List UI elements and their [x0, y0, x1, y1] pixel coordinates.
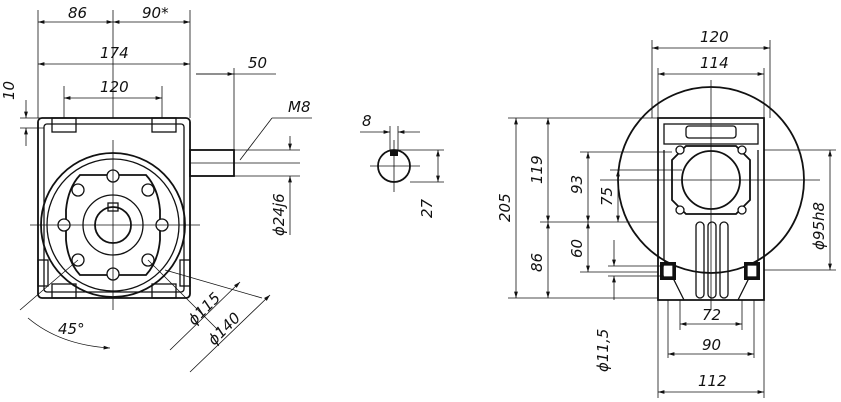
rib-right — [737, 150, 759, 301]
dim-50: 50 — [248, 54, 267, 72]
rib-left — [663, 150, 685, 301]
dim-90-star: 90* — [142, 4, 169, 22]
thread-m8: M8 — [288, 98, 311, 116]
angle-ext — [19, 259, 79, 311]
angle-45: 45° — [58, 320, 85, 338]
angle-arc — [27, 317, 111, 350]
foot-hole-inner — [746, 264, 758, 278]
dim-75: 75 — [598, 187, 616, 206]
dim-120-top: 120 — [100, 78, 129, 96]
boss-hole — [737, 205, 747, 215]
lug-top-right — [151, 117, 177, 133]
front-view: 86 90* 174 120 10 50 M8 ϕ24j6 — [0, 4, 312, 373]
hub-body — [65, 174, 161, 276]
lug-top-left — [51, 117, 77, 133]
foot-hole-inner — [662, 264, 674, 278]
boss-hole — [675, 145, 685, 155]
dim-112: 112 — [698, 372, 727, 390]
dim-86: 86 — [68, 4, 87, 22]
housing-inner-outline — [43, 123, 185, 293]
dim-11-5: ϕ11,5 — [594, 329, 612, 372]
shaft-section-view: 8 27 — [360, 112, 444, 218]
bolt-hole — [141, 183, 155, 197]
dim-24j6: ϕ24j6 — [270, 193, 288, 236]
housing-outline — [37, 117, 191, 299]
fin — [695, 221, 705, 299]
foot-left — [37, 259, 49, 287]
dim-ext-140 — [164, 269, 263, 299]
dim-ext-115 — [147, 259, 219, 331]
dim-10: 10 — [0, 81, 18, 100]
dim-119: 119 — [528, 155, 546, 184]
bolt-hole — [71, 183, 85, 197]
dim-114: 114 — [700, 54, 729, 72]
dim-205: 205 — [496, 193, 514, 222]
dim-93: 93 — [568, 175, 586, 194]
dim-8: 8 — [362, 112, 372, 130]
dim-line-140 — [189, 294, 271, 373]
leader-m8 — [239, 117, 273, 161]
dim-90-right: 90 — [702, 336, 721, 354]
lug-bottom-right — [151, 283, 177, 299]
boss-hole — [737, 145, 747, 155]
dim-line-115 — [169, 281, 241, 351]
dim-174: 174 — [100, 44, 129, 62]
dim-120-right: 120 — [700, 28, 729, 46]
fin — [719, 221, 729, 299]
side-view: 120 114 205 119 86 93 75 60 ϕ95h8 7 — [496, 28, 836, 398]
fin — [707, 221, 717, 299]
dim-27: 27 — [418, 198, 436, 218]
foot-right — [179, 259, 191, 287]
dim-95h8: ϕ95h8 — [810, 202, 828, 250]
boss-hole — [675, 205, 685, 215]
dim-60: 60 — [568, 239, 586, 258]
dim-86-right: 86 — [528, 253, 546, 272]
dim-72: 72 — [702, 306, 721, 324]
lug-bottom-left — [51, 283, 77, 299]
